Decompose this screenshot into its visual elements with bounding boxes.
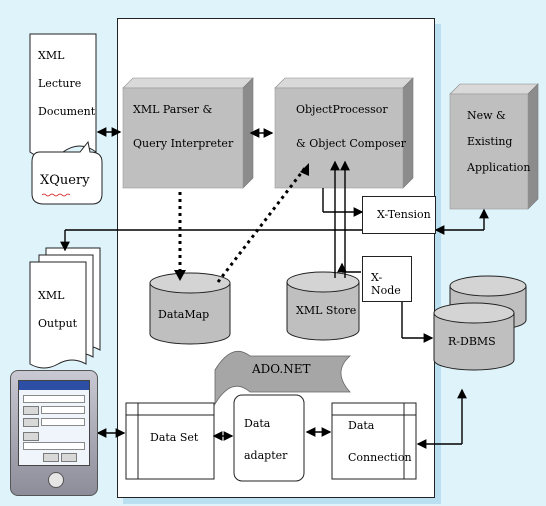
xml-store-cylinder-shape: [286, 271, 360, 341]
dotted-arrows: [178, 167, 307, 283]
mobile-device-screen: [18, 380, 90, 466]
x-tension-label: X-Tension: [377, 208, 431, 221]
data-adapter-line-2: adapter: [244, 448, 288, 462]
ado-net-label: ADO.NET: [252, 362, 311, 376]
dotted-arrow-head-down: [174, 270, 186, 281]
xml-parser-line-1: XML Parser &: [133, 103, 213, 116]
mobile-title-bar: [19, 381, 89, 390]
xml-output-stack-shape: [29, 247, 101, 369]
mobile-device-image: [10, 370, 98, 496]
xquery-label: XQuery: [40, 173, 90, 188]
datamap-label: DataMap: [158, 308, 210, 321]
arrows: [60, 127, 489, 449]
x-node-box: X-Node: [362, 256, 412, 302]
xml-parser-label: XML Parser & Query Interpreter: [133, 102, 233, 152]
x-node-label: X-Node: [371, 271, 401, 297]
xml-output-line-2: Output: [38, 316, 78, 330]
data-adapter-line-1: Data: [244, 417, 271, 430]
application-box-shape: [449, 83, 539, 210]
application-line-3: Application: [467, 160, 531, 174]
xml-output: XML Output: [38, 288, 77, 332]
rdbms-label: R-DBMS: [448, 335, 496, 348]
data-connection-line-2: Connection: [348, 450, 412, 464]
object-processor-line-2: & Object Composer: [296, 136, 406, 150]
mobile-button: [23, 418, 39, 427]
mobile-field: [41, 406, 85, 414]
data-adapter-box-shape: [233, 394, 305, 482]
data-adapter-label: Data adapter: [244, 416, 287, 464]
xml-parser-box-shape: [122, 77, 254, 189]
object-processor-label: ObjectProcessor & Object Composer: [296, 102, 406, 152]
xml-lecture-document-line-3: Document: [38, 104, 96, 118]
data-connection-line-1: Data: [348, 419, 375, 432]
xml-lecture-document-line-1: XML: [38, 49, 65, 62]
data-set-label: Data Set: [150, 431, 199, 444]
xml-lecture-document-line-2: Lecture: [38, 76, 82, 90]
datamap-cylinder-shape: [149, 272, 231, 345]
xml-output-line-1: XML: [38, 289, 65, 302]
x-tension-box: X-Tension: [362, 196, 436, 234]
mobile-button: [23, 432, 39, 441]
mobile-dial-icon: [48, 472, 64, 488]
xml-parser-line-2: Query Interpreter: [133, 136, 234, 150]
ado-net-ribbon-shape: [214, 351, 352, 406]
xml-store-label: XML Store: [296, 304, 357, 317]
object-processor-box-shape: [274, 77, 414, 189]
mobile-field: [23, 395, 85, 403]
rdbms-front-cylinder-shape: [433, 302, 515, 371]
mobile-button: [43, 453, 59, 462]
application-label: New & Existing Application: [467, 108, 530, 176]
data-connection-label: Data Connection: [348, 418, 412, 466]
object-processor-line-1: ObjectProcessor: [296, 103, 388, 116]
xml-lecture-document: XML Lecture Document: [38, 48, 95, 120]
dotted-arrow-head-up: [300, 163, 309, 176]
mobile-button: [23, 406, 39, 415]
mobile-keypad: [18, 470, 90, 490]
spellcheck-underline: [41, 193, 71, 197]
application-line-1: New &: [467, 109, 506, 122]
mobile-field: [41, 418, 85, 426]
xquery-callout-shape: [31, 140, 103, 205]
mobile-field: [23, 442, 85, 450]
mobile-button: [61, 453, 77, 462]
application-line-2: Existing: [467, 134, 513, 148]
data-connection-box-shape: [331, 402, 417, 480]
data-set-box-shape: [125, 402, 215, 480]
